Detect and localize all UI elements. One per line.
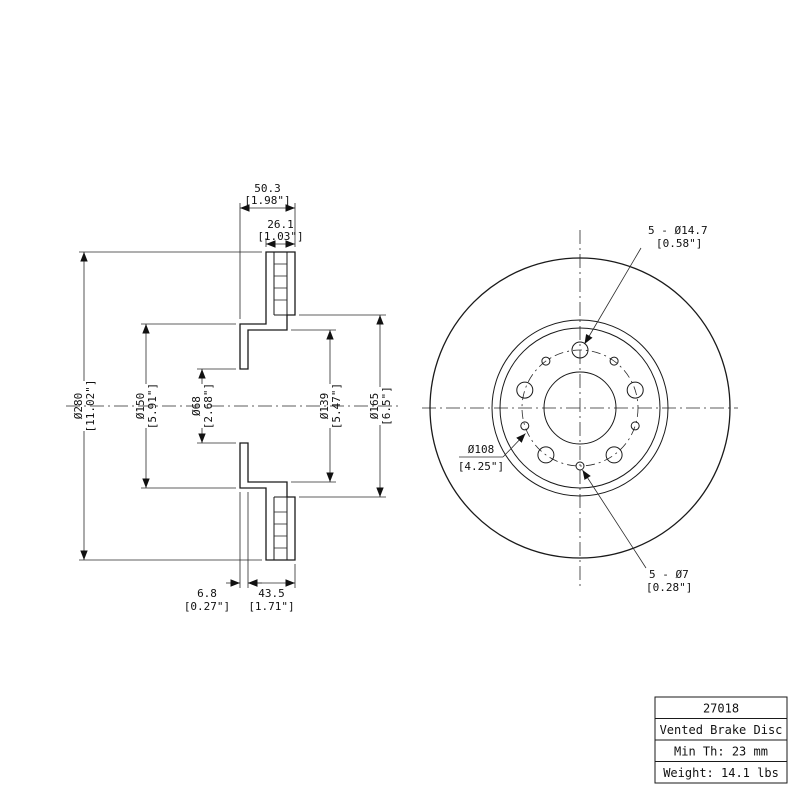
dim-hat-inner-diameter-mm: Ø139 bbox=[318, 393, 331, 420]
callout-small-holes: 5 - Ø7 [0.28"] bbox=[582, 469, 692, 594]
dim-flange-diameter: Ø150 [5.91"] bbox=[134, 324, 159, 488]
dim-flange-diameter-in: [5.91"] bbox=[146, 383, 159, 429]
small-hole bbox=[575, 461, 585, 471]
callout-small-holes-mm: 5 - Ø7 bbox=[649, 568, 689, 581]
dim-bore-diameter-in: [2.68"] bbox=[202, 383, 215, 429]
dim-hat-depth: 43.5 [1.71"] bbox=[248, 579, 295, 613]
bolt-hole bbox=[516, 381, 534, 399]
bolt-hole bbox=[537, 446, 555, 464]
hat-flange-circle bbox=[499, 327, 661, 489]
bolt-holes bbox=[516, 341, 644, 464]
dim-bore-diameter-mm: Ø68 bbox=[190, 396, 203, 416]
dim-overall-width-mm: 50.3 bbox=[254, 182, 281, 195]
bolt-hole bbox=[571, 341, 589, 359]
front-circles bbox=[429, 257, 731, 559]
dim-bore-diameter: Ø68 [2.68"] bbox=[190, 369, 215, 443]
callout-bolt-circle-in: [4.25"] bbox=[458, 460, 504, 473]
title-block-min-thickness: Min Th: 23 mm bbox=[674, 745, 768, 759]
bolt-circle bbox=[521, 349, 639, 467]
dim-overall-width: 50.3 [1.98"] bbox=[240, 182, 295, 212]
section-outline bbox=[239, 251, 296, 561]
dim-flange-diameter-mm: Ø150 bbox=[134, 393, 147, 420]
small-hole bbox=[609, 356, 619, 366]
callout-bolt-holes-in: [0.58"] bbox=[656, 237, 702, 250]
dim-outer-diameter-in: [11.02"] bbox=[84, 380, 97, 433]
friction-inner-circle bbox=[491, 319, 669, 497]
dim-flange-thickness-in: [0.27"] bbox=[184, 600, 230, 613]
dim-hat-depth-in: [1.71"] bbox=[248, 600, 294, 613]
front-centerlines bbox=[422, 230, 738, 586]
callout-small-holes-in: [0.28"] bbox=[646, 581, 692, 594]
dim-flange-thickness: 6.8 [0.27"] bbox=[184, 579, 262, 613]
dim-disc-thickness-in: [1.03"] bbox=[257, 230, 303, 243]
dim-hat-inner-diameter: Ø139 [5.47"] bbox=[318, 330, 343, 482]
section-upper-half bbox=[239, 251, 296, 370]
dim-friction-inner-diameter: Ø165 [6.5"] bbox=[368, 315, 393, 497]
title-block-weight: Weight: 14.1 lbs bbox=[663, 766, 779, 780]
title-block: 27018 Vented Brake Disc Min Th: 23 mm We… bbox=[654, 696, 788, 784]
small-hole bbox=[520, 421, 530, 431]
dim-outer-diameter: Ø280 [11.02"] bbox=[72, 252, 97, 560]
section-lower-half bbox=[239, 442, 296, 561]
dim-hat-inner-diameter-in: [5.47"] bbox=[330, 383, 343, 429]
dim-overall-width-in: [1.98"] bbox=[244, 194, 290, 207]
center-bore-circle bbox=[543, 371, 617, 445]
dim-friction-inner-diameter-mm: Ø165 bbox=[368, 393, 381, 420]
front-view: 5 - Ø14.7 [0.58"] Ø108 [4.25"] 5 - Ø7 [0… bbox=[422, 224, 738, 594]
dim-hat-depth-mm: 43.5 bbox=[258, 587, 285, 600]
small-holes bbox=[520, 356, 640, 471]
dim-flange-thickness-mm: 6.8 bbox=[197, 587, 217, 600]
title-block-part-number: 27018 bbox=[703, 702, 739, 716]
callout-bolt-holes-mm: 5 - Ø14.7 bbox=[648, 224, 708, 237]
dim-disc-thickness-mm: 26.1 bbox=[267, 218, 294, 231]
small-hole bbox=[541, 356, 551, 366]
bolt-hole bbox=[605, 446, 623, 464]
callout-bolt-circle: Ø108 [4.25"] bbox=[458, 433, 526, 473]
dim-friction-inner-diameter-in: [6.5"] bbox=[380, 386, 393, 426]
callout-bolt-circle-mm: Ø108 bbox=[468, 443, 495, 456]
section-view: 50.3 [1.98"] 26.1 [1.03"] Ø280 [11.02"] … bbox=[66, 182, 402, 613]
disc-outer-circle bbox=[429, 257, 731, 559]
title-block-description: Vented Brake Disc bbox=[660, 723, 783, 737]
bolt-hole bbox=[626, 381, 644, 399]
dim-outer-diameter-mm: Ø280 bbox=[72, 393, 85, 420]
callout-bolt-holes: 5 - Ø14.7 [0.58"] bbox=[584, 224, 708, 345]
small-hole bbox=[630, 421, 640, 431]
dim-disc-thickness: 26.1 [1.03"] bbox=[257, 218, 304, 248]
